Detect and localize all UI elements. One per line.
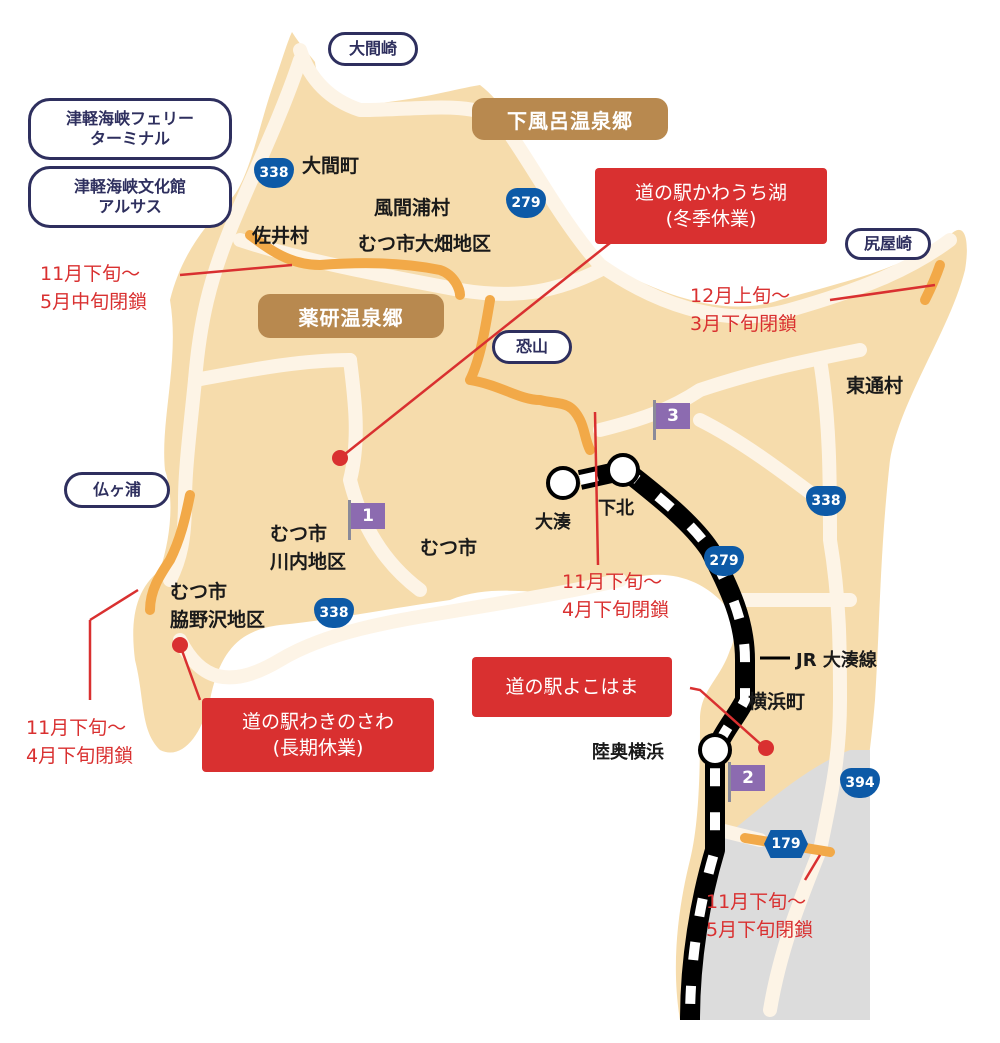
station-mutsu-yokohama-label: 陸奥横浜 [592,742,664,763]
station-ominato-marker[interactable] [546,466,580,500]
label-line: 川内地区 [270,551,347,573]
district-flag-3[interactable]: 3 [656,403,690,429]
place-label: 尻屋崎 [863,234,912,253]
place-label: 大間崎 [348,39,397,58]
municipality-sai: 佐井村 [252,225,310,247]
closure-note-route179: 11月下旬〜 5月下旬閉鎖 [706,888,813,944]
place-shiriya-zaki[interactable]: 尻屋崎 [845,228,931,260]
closure-note-shiriya: 12月上旬〜 3月下旬閉鎖 [690,282,797,338]
place-label: 恐山 [515,337,548,356]
closure-note-sai: 11月下旬〜 5月中旬閉鎖 [40,260,147,316]
roadside-station-yokohama[interactable]: 道の駅よこはま [472,657,672,717]
place-label: 津軽海峡フェリー [65,109,194,128]
municipality-yokohama: 横浜町 [748,691,806,713]
roadside-station-wakinosawa-dot[interactable] [172,637,188,653]
place-label: 仏ヶ浦 [92,480,141,499]
closure-end: 4月下旬閉鎖 [26,745,134,767]
municipality-oma: 大間町 [302,155,360,177]
leader-lines [88,242,936,881]
closure-end: 3月下旬閉鎖 [690,313,798,335]
label-line: 脇野沢地区 [170,609,266,631]
railway-line-label: JR 大湊線 [796,650,877,671]
route-shield-279[interactable]: 279 [506,188,546,218]
district-flag-2[interactable]: 2 [731,765,765,791]
closure-start: 12月上旬〜 [690,285,791,307]
route-shield-338[interactable]: 338 [254,158,294,188]
closure-note-osorezan: 11月下旬〜 4月下旬閉鎖 [562,568,669,624]
municipality-mutsu-ohata: むつ市大畑地区 [358,233,492,255]
place-osorezan[interactable]: 恐山 [492,330,572,364]
closure-note-hotokegaura: 11月下旬〜 4月下旬閉鎖 [26,714,133,770]
closure-start: 11月下旬〜 [40,263,141,285]
municipality-mutsu-kawauchi: むつ市川内地区 [270,520,346,576]
roadside-station-yokohama-dot[interactable] [758,740,774,756]
district-flag-1[interactable]: 1 [351,503,385,529]
station-name: 道の駅かわうち湖 [634,182,787,204]
municipality-kazamaura: 風間浦村 [374,197,451,219]
flag-pole [348,500,351,540]
place-ferry-terminal[interactable]: 津軽海峡フェリーターミナル [28,98,232,160]
flag-pole [728,762,731,802]
place-label: 津軽海峡文化館 [73,177,186,196]
place-label: アルサス [98,197,162,216]
closure-end: 4月下旬閉鎖 [562,599,670,621]
station-status: (長期休業) [272,737,364,759]
closure-start: 11月下旬〜 [562,571,663,593]
label-line: むつ市 [270,523,328,545]
onsen-shimofuro[interactable]: 下風呂温泉郷 [472,98,668,140]
roadside-station-wakinosawa[interactable]: 道の駅わきのさわ (長期休業) [202,698,434,772]
route-shield-394[interactable]: 394 [840,768,880,798]
onsen-yagen[interactable]: 薬研温泉郷 [258,294,444,338]
municipality-mutsu: むつ市 [420,537,478,559]
municipality-higashidori: 東通村 [846,375,904,397]
place-hotokegaura[interactable]: 仏ヶ浦 [64,472,170,508]
place-arsas[interactable]: 津軽海峡文化館アルサス [28,166,232,228]
closure-start: 11月下旬〜 [706,891,807,913]
roadside-station-kawauchiko-dot[interactable] [332,450,348,466]
roadside-station-kawauchiko[interactable]: 道の駅かわうち湖 (冬季休業) [595,168,827,244]
flag-pole [653,400,656,440]
station-name: 道の駅よこはま [505,676,639,698]
station-shimokita-marker[interactable] [606,453,640,487]
place-oma-zaki[interactable]: 大間崎 [328,32,418,66]
closure-start: 11月下旬〜 [26,717,127,739]
route-shield-179[interactable]: 179 [764,830,808,858]
label-line: むつ市 [170,581,228,603]
route-shield-338[interactable]: 338 [314,598,354,628]
municipality-mutsu-wakinosawa: むつ市脇野沢地区 [170,578,265,634]
closure-end: 5月下旬閉鎖 [706,919,814,941]
station-name: 道の駅わきのさわ [241,711,394,733]
station-status: (冬季休業) [665,208,757,230]
route-shield-279[interactable]: 279 [704,546,744,576]
place-label: ターミナル [89,129,170,148]
roads [163,43,957,1017]
closed-roads [145,230,945,857]
route-shield-338[interactable]: 338 [806,486,846,516]
station-ominato-label: 大湊 [535,512,571,533]
station-mutsu-yokohama-marker[interactable] [698,733,732,767]
railway-jr-ominato-line [577,460,755,1021]
closure-end: 5月中旬閉鎖 [40,291,148,313]
station-shimokita-label: 下北 [598,498,634,519]
